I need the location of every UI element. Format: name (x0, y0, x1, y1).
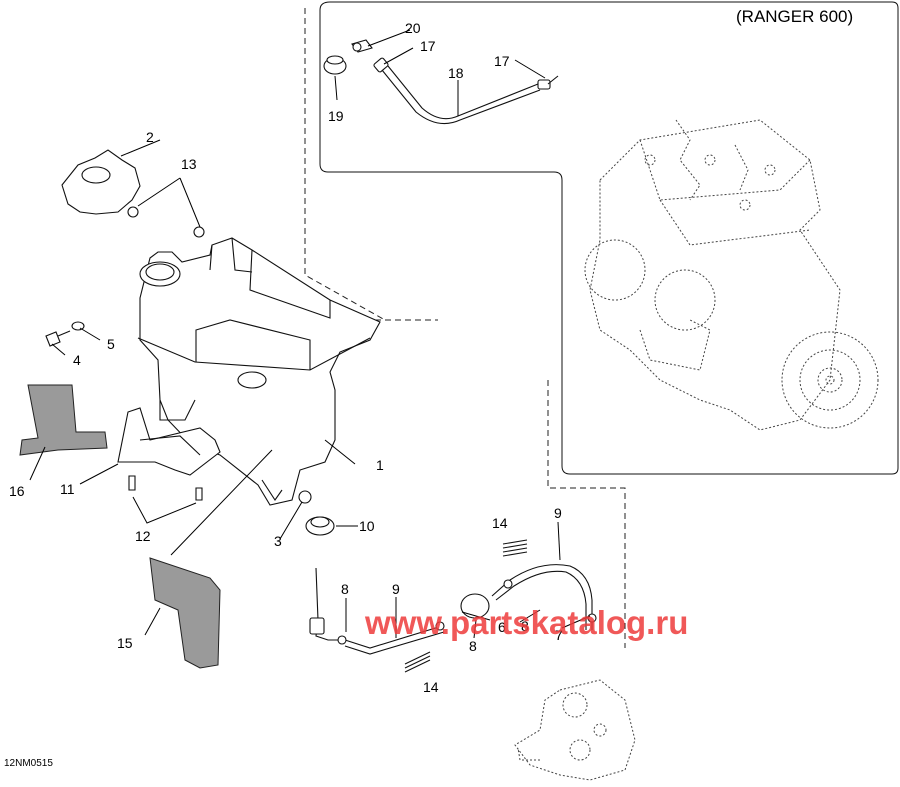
callout-4: 4 (73, 352, 81, 368)
callouts: 1 2 3 4 5 6 7 8 8 8 9 9 10 11 12 13 14 1… (9, 20, 563, 695)
watermark: www.partskatalog.ru (364, 604, 688, 641)
bolt-4-washer-5 (45, 321, 85, 347)
nuts-13 (127, 206, 205, 238)
callout-3: 3 (274, 533, 282, 549)
callout-18: 18 (448, 65, 464, 81)
callout-12: 12 (135, 528, 151, 544)
hose-18 (373, 57, 559, 125)
grommet-10 (305, 516, 335, 536)
nut-3 (298, 490, 312, 504)
header-label: (RANGER 600) (736, 7, 853, 26)
callout-6: 6 (498, 619, 506, 635)
callout-9a: 9 (392, 581, 400, 597)
callout-13: 13 (181, 156, 197, 172)
tank-cap-2 (61, 149, 141, 215)
callout-8b: 8 (469, 638, 477, 654)
fitting-19-20 (323, 39, 373, 75)
bolts-12 (128, 475, 203, 501)
callout-1: 1 (376, 457, 384, 473)
pad-16 (19, 384, 108, 456)
callout-8a: 8 (341, 581, 349, 597)
hose-assembly-bottom (309, 539, 597, 673)
bracket-11 (117, 407, 221, 476)
leader-lines (29, 29, 591, 639)
oil-pump (514, 679, 636, 781)
callout-10: 10 (359, 518, 375, 534)
callout-15: 15 (117, 635, 133, 651)
pad-15 (149, 557, 221, 669)
callout-8c: 8 (521, 618, 529, 634)
callout-17b: 17 (494, 53, 510, 69)
callout-19: 19 (328, 108, 344, 124)
callout-17a: 17 (420, 38, 436, 54)
callout-11: 11 (60, 481, 75, 497)
callout-9b: 9 (554, 505, 562, 521)
detail-frame (319, 1, 899, 475)
callout-7: 7 (555, 627, 563, 643)
callout-14b: 14 (423, 679, 439, 695)
callout-2: 2 (146, 129, 154, 145)
callout-14a: 14 (492, 515, 508, 531)
callout-20: 20 (405, 20, 421, 36)
callout-5: 5 (107, 336, 115, 352)
reference-code: 12NM0515 (4, 758, 53, 769)
engine-assembly (584, 119, 879, 431)
callout-16: 16 (9, 483, 25, 499)
